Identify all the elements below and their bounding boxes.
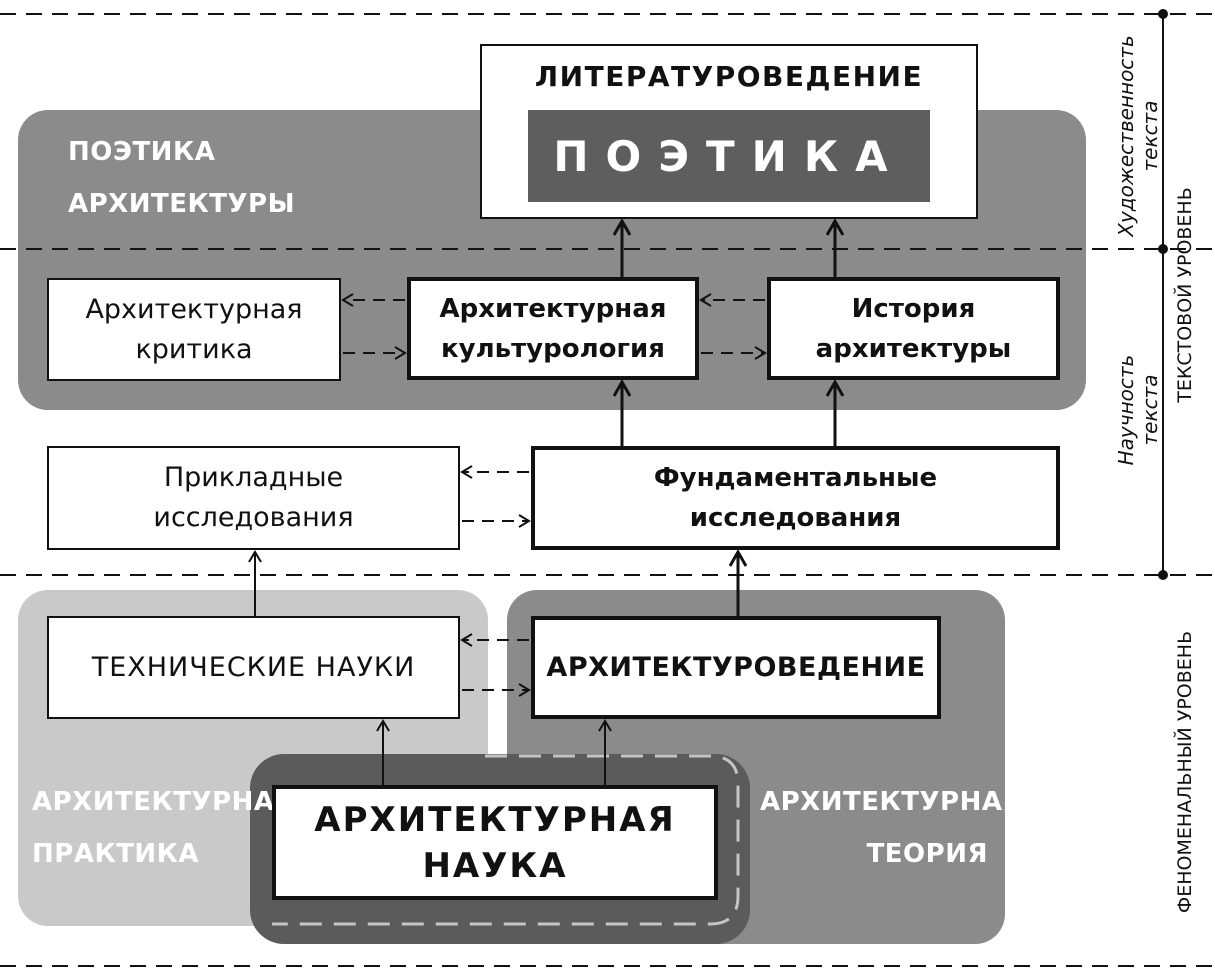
scale-dot-top (1158, 9, 1168, 19)
architecturology-box: АРХИТЕКТУРОВЕДЕНИЕ (531, 616, 941, 719)
label-theory: АРХИТЕКТУРНАЯ ТЕОРИЯ (760, 787, 1023, 869)
artistic-quality-label: Художественность текста (1114, 35, 1162, 237)
label-practice: АРХИТЕКТУРНАЯ ПРАКТИКА (32, 787, 295, 869)
science-dashed-contour (272, 754, 740, 926)
text-level-label: ТЕКСТОВОЙ УРОВЕНЬ (1174, 187, 1196, 403)
poetics-box: ПОЭТИКА (528, 110, 930, 202)
phenomenal-level-label: ФЕНОМЕНАЛЬНЫЙ УРОВЕНЬ (1174, 630, 1196, 914)
scale-dot-middle (1158, 244, 1168, 254)
scientific-quality-label: Научность текста (1114, 354, 1162, 466)
label-poetics-architecture: ПОЭТИКА АРХИТЕКТУРЫ (68, 137, 296, 219)
scale-dot-bottom (1158, 570, 1168, 580)
literature-studies-title: ЛИТЕРАТУРОВЕДЕНИЕ (534, 60, 924, 93)
technical-sciences-box: ТЕХНИЧЕСКИЕ НАУКИ (47, 616, 460, 719)
